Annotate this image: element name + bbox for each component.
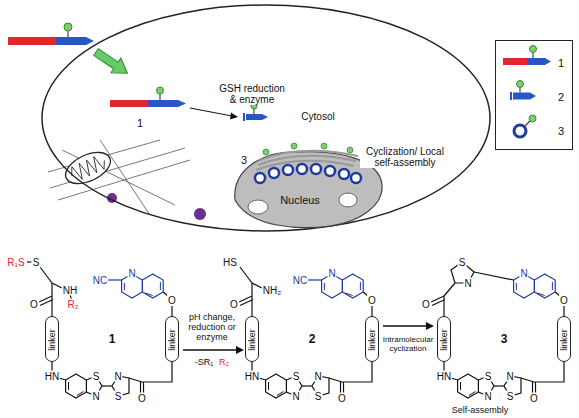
note-text: GSH reduction & enzyme <box>216 83 288 105</box>
atom-label: O <box>229 299 239 310</box>
compound-number: 3 <box>500 333 509 346</box>
linker-text: linker <box>560 329 570 351</box>
leaving-group: -SR₁ <box>194 358 215 368</box>
atom-label: S <box>314 391 323 402</box>
linker-text: linker <box>440 329 450 351</box>
atom-label: O <box>137 393 147 404</box>
atom-label: N <box>505 371 514 382</box>
atom-label: NC <box>292 275 308 286</box>
atom-label: N <box>463 278 472 289</box>
reaction-condition: Intramolecular cyclization <box>380 336 436 354</box>
leaving-group: R₂ <box>218 358 230 368</box>
atom-label: N <box>313 371 322 382</box>
atom-label: NC <box>92 275 108 286</box>
linker-box: linker <box>45 316 59 362</box>
atom-label: HN <box>436 371 452 382</box>
atom-label: O <box>29 299 39 310</box>
compound-number: 2 <box>308 333 317 346</box>
cell-outline: CytosolNucleus <box>40 3 492 233</box>
atom-label: N <box>113 371 122 382</box>
atom-label: O <box>337 393 347 404</box>
node-text: Cytosol <box>301 111 334 122</box>
atom-label: O <box>421 299 431 310</box>
reaction-condition: pH change, reduction or enzyme <box>187 313 237 343</box>
atom-label: NH <box>62 285 78 296</box>
compound-number: 1 <box>136 117 144 129</box>
linker-box: linker <box>437 316 451 362</box>
compound-number: 1 <box>108 333 117 346</box>
atom-label: S <box>506 391 515 402</box>
linker-text: linker <box>48 329 58 351</box>
note-text: Cyclization/ Local self-assembly <box>360 146 450 168</box>
legend-text: 3 <box>558 125 564 137</box>
atom-label: O <box>559 295 569 306</box>
atom-label: S <box>92 371 101 382</box>
node-text: Nucleus <box>280 194 320 206</box>
atom-label: HS <box>222 257 238 268</box>
atom-label: N <box>327 268 336 279</box>
atom-label: N <box>127 268 136 279</box>
atom-label: S <box>484 371 493 382</box>
linker-text: linker <box>248 329 258 351</box>
linker-box: linker <box>245 316 259 362</box>
linker-box: linker <box>365 316 379 362</box>
atom-label: S <box>32 257 41 268</box>
atom-label: HN <box>244 371 260 382</box>
atom-label: N <box>519 268 528 279</box>
atom-label: N <box>291 391 300 402</box>
atom-label: NH₂ <box>262 285 282 296</box>
atom-label: R₁S <box>6 257 25 268</box>
atom-label: S <box>458 257 467 268</box>
atom-label: N <box>91 391 100 402</box>
atom-label: S <box>292 371 301 382</box>
linker-text: linker <box>168 329 178 351</box>
linker-box: linker <box>165 316 179 362</box>
atom-label: O <box>367 295 377 306</box>
atom-label: R₂ <box>66 299 79 310</box>
atom-label: S <box>114 391 123 402</box>
linker-text: linker <box>368 329 378 351</box>
legend-text: 2 <box>558 91 564 103</box>
atom-label: HN <box>44 371 60 382</box>
atom-label: O <box>167 295 177 306</box>
linker-box: linker <box>557 316 571 362</box>
legend-text: 1 <box>558 57 564 69</box>
note-text: Self-assembly <box>451 406 510 416</box>
compound-number: 3 <box>240 154 248 166</box>
atom-label: O <box>529 393 539 404</box>
legend-box: 1 2 3 <box>495 40 573 150</box>
atom-label: N <box>483 391 492 402</box>
